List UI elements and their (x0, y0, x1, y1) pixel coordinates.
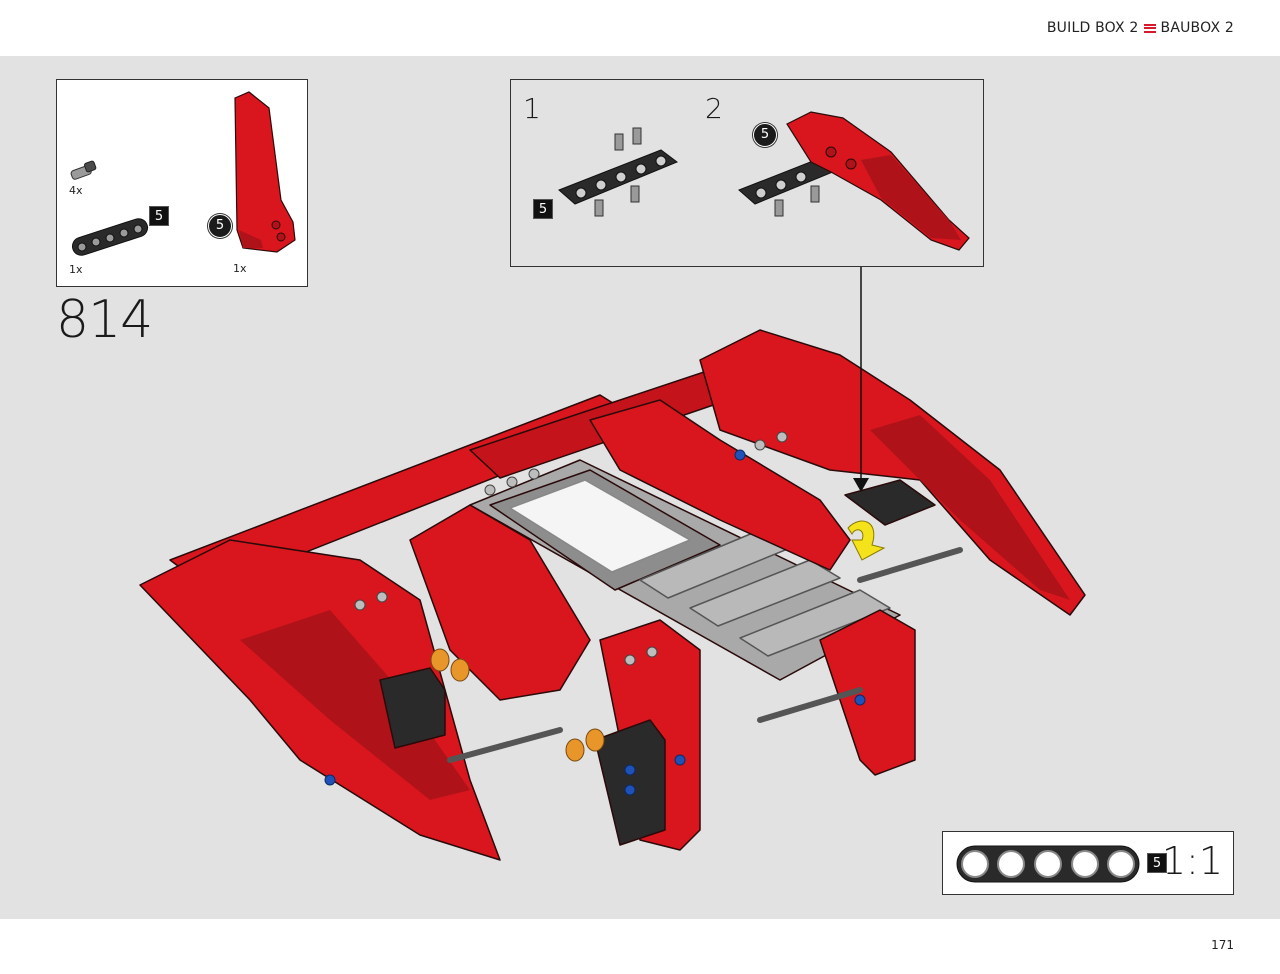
scale-hole (1107, 850, 1135, 878)
beam-hole (376, 591, 388, 603)
cross-beam-3 (739, 589, 891, 657)
blue-pin-5 (324, 774, 336, 786)
scale-hole (961, 850, 989, 878)
orange-bush-4 (585, 728, 605, 752)
page-number: 171 (1211, 938, 1234, 952)
scale-length-badge: 5 (1147, 853, 1167, 873)
scale-hole (1034, 850, 1062, 878)
center-window-panel (509, 479, 691, 573)
beam-hole (776, 431, 788, 443)
friction-pin-part (70, 160, 97, 180)
scale-hole (1071, 850, 1099, 878)
orange-bush-1 (430, 648, 450, 672)
build-box-title: BUILD BOX 2 BAUBOX 2 (1047, 20, 1234, 36)
substep-2-callout-badge: 5 (753, 123, 777, 147)
right-rear-wing-shade (870, 415, 1070, 600)
blue-pin-6 (734, 449, 746, 461)
beam-hole (528, 468, 540, 480)
build-box-label: BUILD BOX 2 (1046, 20, 1139, 36)
rear-upper-panel (589, 399, 851, 571)
page-footer: 171 (0, 919, 1280, 974)
beam-5-part (71, 218, 149, 256)
beam-length-badge: 5 (149, 206, 169, 226)
substep-1-number: 1 (523, 92, 541, 125)
flag-icon (1143, 23, 1156, 33)
middle-wing (409, 504, 591, 701)
scale-hole (997, 850, 1025, 878)
blue-pin-4 (854, 694, 866, 706)
front-black-beam (594, 719, 666, 846)
blue-pin-1 (624, 764, 636, 776)
panel-callout-badge: 5 (208, 214, 232, 238)
axle-1 (447, 727, 563, 763)
beam-hole (484, 484, 496, 496)
baubox-label: BAUBOX 2 (1160, 20, 1234, 36)
scale-reference-box: 5 1:1 (942, 831, 1234, 895)
beam-hole (754, 439, 766, 451)
blue-pin-2 (624, 784, 636, 796)
target-black-beam (844, 479, 936, 526)
parts-list-art (70, 91, 296, 256)
cross-beam-2 (689, 559, 841, 627)
substep-1-length-badge: 5 (533, 199, 553, 219)
page-header: BUILD BOX 2 BAUBOX 2 (0, 0, 1280, 56)
sub-assembly-art (558, 111, 970, 251)
beam-hole (506, 476, 518, 488)
substep-1-beam (558, 127, 679, 217)
left-black-beam (379, 667, 446, 749)
orange-bush-3 (565, 738, 585, 762)
front-post-right (819, 609, 916, 776)
substep-2-number: 2 (705, 92, 723, 125)
panel-quantity: 1x (233, 262, 247, 275)
blue-pin-3 (674, 754, 686, 766)
orange-bush-2 (450, 658, 470, 682)
beam-hole (354, 599, 366, 611)
substep-2-assembly (738, 111, 970, 251)
sub-assembly-box: 1 2 5 5 (510, 79, 984, 267)
step-number: 814 (56, 290, 153, 350)
pin-quantity: 4x (69, 184, 83, 197)
axle-2 (757, 687, 863, 723)
red-panel-part (234, 91, 296, 253)
left-front-wing-shade (240, 610, 470, 800)
parts-list-box: 4x 1x 1x 5 5 (56, 79, 308, 287)
beam-hole (646, 646, 658, 658)
beam-hole (624, 654, 636, 666)
rotation-arrow-icon (847, 520, 886, 561)
scale-beam-art (956, 845, 1140, 883)
callout-arrowhead (853, 478, 869, 492)
scale-ratio: 1:1 (1161, 839, 1223, 883)
beam-quantity: 1x (69, 263, 83, 276)
axle-3 (857, 547, 963, 583)
